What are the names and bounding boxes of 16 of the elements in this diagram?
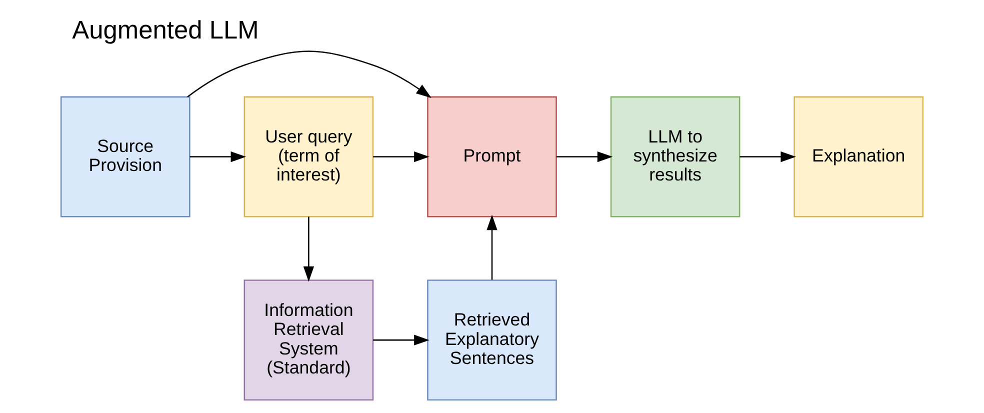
arrow — [556, 151, 613, 162]
arrow — [486, 214, 498, 280]
node-box: Explanation — [794, 96, 924, 218]
node-box: LLM to synthesize results — [610, 96, 740, 218]
node-box: Information Retrieval System (Standard) — [244, 280, 374, 401]
arrow — [740, 151, 796, 162]
arrow — [303, 216, 314, 282]
arrow — [373, 334, 430, 346]
diagram-title: Augmented LLM — [72, 16, 259, 45]
node-box: Retrieved Explanatory Sentences — [427, 280, 557, 401]
node-box: Source Provision — [60, 96, 190, 218]
node-box: Prompt — [427, 96, 557, 218]
node-box: User query (term of interest) — [244, 96, 374, 218]
arrow — [187, 50, 432, 98]
arrow — [373, 151, 430, 162]
arrow — [190, 151, 246, 162]
